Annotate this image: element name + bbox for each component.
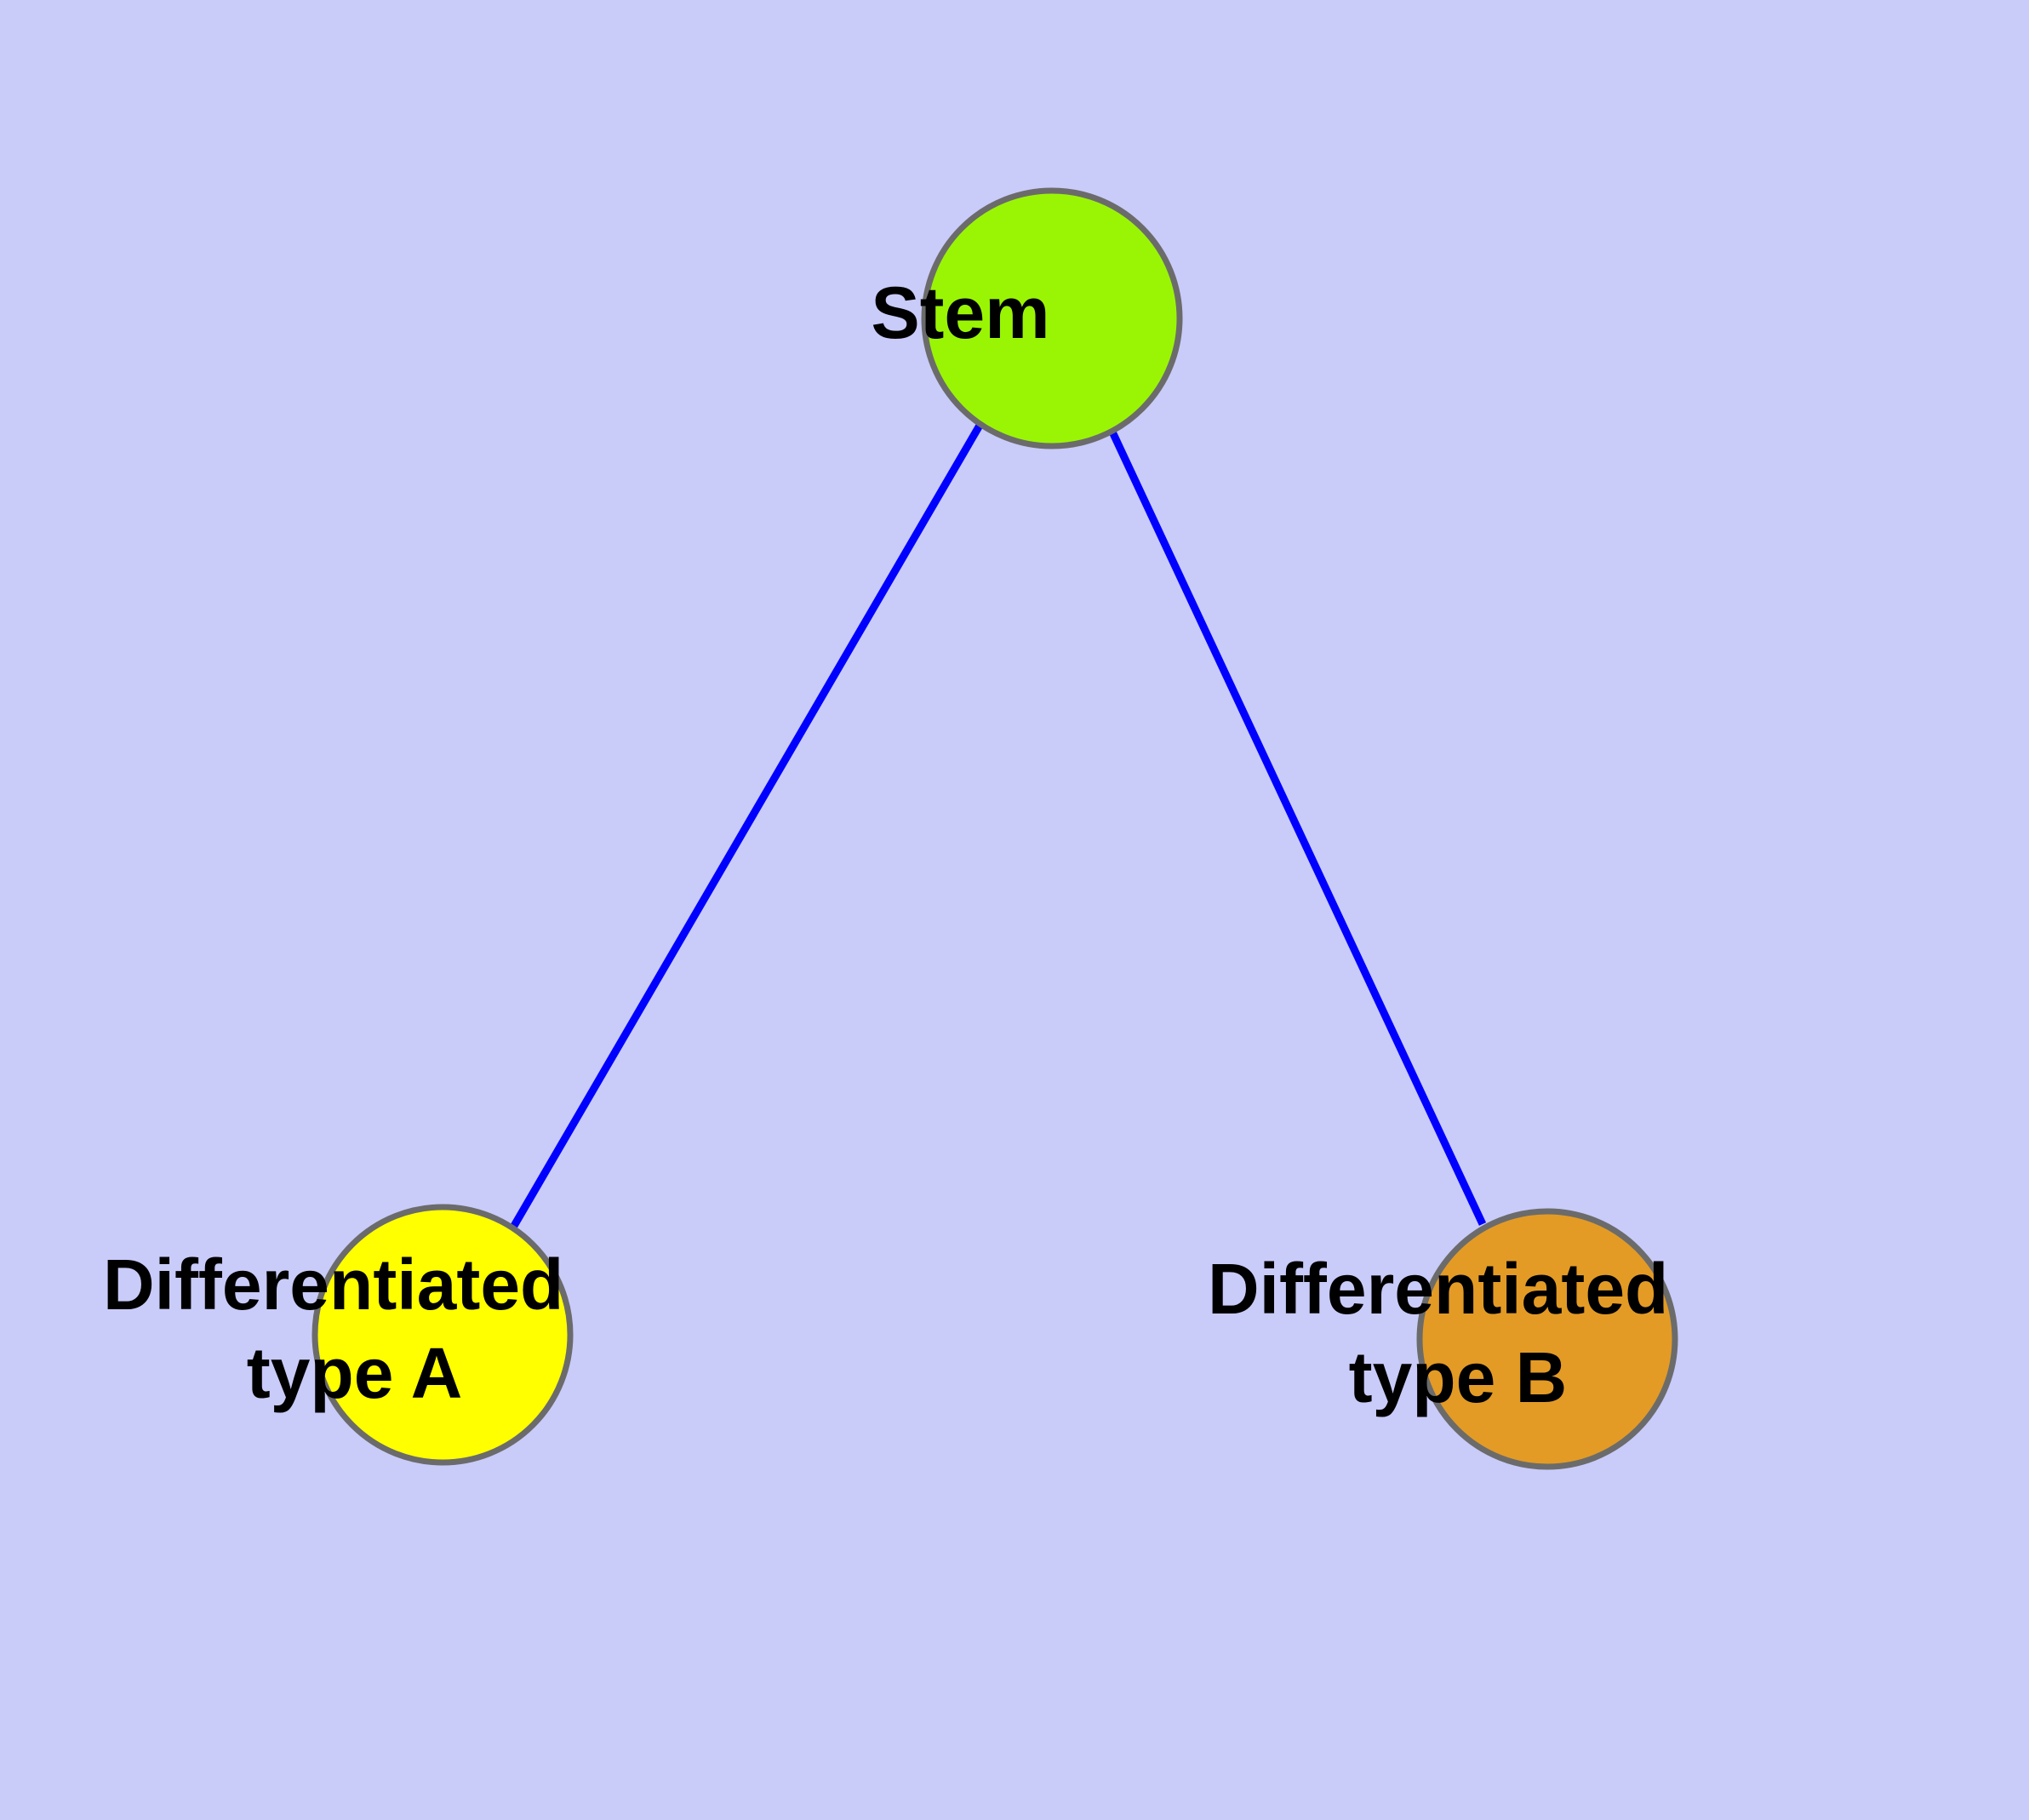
node-diff-b-label-line-1: Differentiated — [1208, 1249, 1668, 1329]
node-diff-a[interactable]: Differentiated type A — [0, 0, 782, 1466]
node-diff-b-label-line-2: type B — [1349, 1337, 1568, 1417]
node-stem[interactable]: Stem — [0, 0, 1233, 449]
node-stem-label: Stem — [0, 0, 1233, 354]
node-diff-a-circle[interactable] — [311, 1204, 574, 1466]
node-stem-label-line-1: Stem — [871, 272, 1049, 354]
edge-stem-to-diff-a[interactable] — [511, 421, 984, 1228]
node-stem-circle[interactable] — [921, 187, 1183, 449]
edge-layer — [511, 421, 1487, 1228]
node-diff-b-circle[interactable] — [1416, 1208, 1678, 1470]
node-diff-b-label: Differentiated type B — [1208, 1249, 1668, 1417]
edge-stem-to-diff-b[interactable] — [1106, 426, 1487, 1226]
node-diff-a-label: Differentiated type A — [0, 0, 782, 1413]
node-diff-a-label-line-1: Differentiated — [103, 1245, 563, 1325]
node-diff-b[interactable]: Differentiated type B — [0, 0, 1887, 1470]
node-layer: Stem Differentiated type A Differentiate… — [0, 0, 1887, 1470]
node-diff-a-label-line-2: type A — [247, 1333, 461, 1413]
